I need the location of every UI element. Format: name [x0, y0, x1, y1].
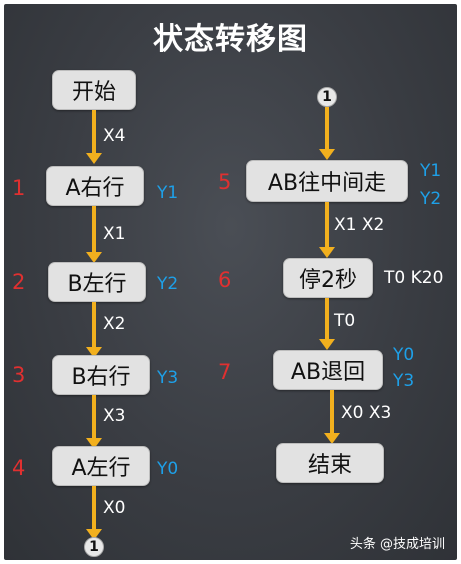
watermark: 头条 @技成培训 [349, 537, 445, 552]
arrow-7-to-end [324, 390, 340, 444]
state-end: 结束 [276, 443, 384, 483]
arrow-2-to-3 [86, 302, 102, 358]
arrow-1-to-2 [86, 206, 102, 263]
state-start: 开始 [52, 70, 136, 110]
diagram-title: 状态转移图 [153, 22, 308, 57]
step-number-3: 3 [12, 363, 26, 387]
arrow-3-to-4 [86, 395, 102, 449]
step-number-5: 5 [218, 170, 232, 194]
transition-label-x3: X3 [103, 406, 126, 426]
transition-label-x1-x2: X1 X2 [334, 215, 385, 235]
step-number-6: 6 [218, 268, 232, 292]
step-number-2: 2 [12, 270, 26, 294]
state-a-left: A左行 [52, 446, 150, 486]
timer-label-t0-k20: T0 K20 [384, 268, 444, 288]
step-number-1: 1 [12, 176, 26, 200]
transition-label-t0: T0 [334, 311, 356, 331]
transition-label-x0-x3: X0 X3 [341, 403, 392, 423]
state-a-right: A右行 [46, 166, 144, 206]
connector-circle-right: 1 [317, 87, 337, 107]
arrow-start-to-1 [86, 110, 102, 164]
arrow-5-to-6 [319, 202, 335, 258]
transition-label-x0: X0 [103, 498, 126, 518]
state-ab-to-middle: AB往中间走 [246, 160, 408, 202]
output-label-5a: Y1 [420, 161, 442, 181]
arrow-connector-to-5 [319, 107, 335, 160]
arrow-4-to-connector [86, 486, 102, 540]
output-label-7b: Y3 [393, 371, 415, 391]
state-b-left: B左行 [48, 262, 146, 302]
state-b-right: B右行 [52, 355, 150, 395]
output-label-4: Y0 [157, 459, 179, 479]
transition-label-x1: X1 [103, 224, 126, 244]
arrow-6-to-7 [319, 298, 335, 350]
step-number-7: 7 [218, 360, 232, 384]
transition-label-x2: X2 [103, 314, 126, 334]
output-label-7a: Y0 [393, 345, 415, 365]
output-label-1: Y1 [157, 183, 179, 203]
output-label-2: Y2 [157, 274, 179, 294]
output-label-5b: Y2 [420, 189, 442, 209]
output-label-3: Y3 [157, 368, 179, 388]
state-ab-return: AB退回 [273, 350, 383, 390]
step-number-4: 4 [12, 456, 26, 480]
transition-label-x4: X4 [103, 126, 126, 146]
connector-circle-left: 1 [84, 537, 104, 557]
state-stop-2s: 停2秒 [283, 258, 373, 298]
